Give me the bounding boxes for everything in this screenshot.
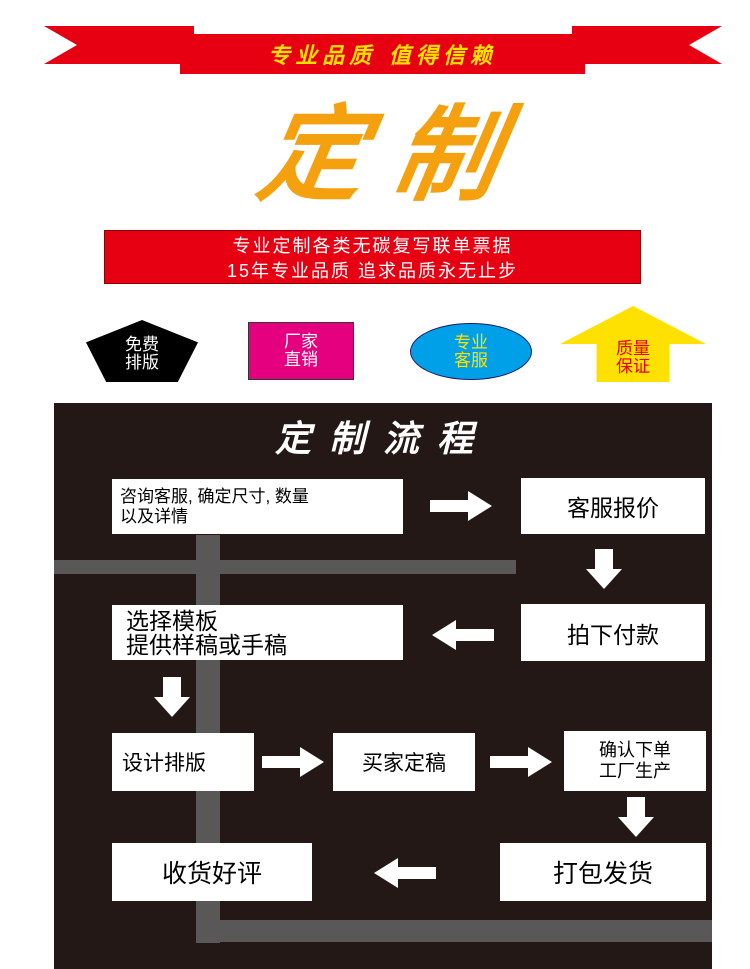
arrow-down-icon — [154, 677, 190, 717]
badge-quality: 质量 保证 — [560, 306, 706, 382]
step-confirm-order-line-2: 工厂生产 — [599, 761, 671, 781]
step-confirm-draft-label: 买家定稿 — [362, 752, 446, 775]
arrow-down-icon — [618, 797, 654, 837]
step-pay-label: 拍下付款 — [567, 621, 659, 648]
step-design-label: 设计排版 — [122, 752, 206, 775]
arrow-left-icon — [374, 858, 436, 888]
badge-free-layout-line-2: 排版 — [125, 353, 159, 372]
step-design: 设计排版 — [112, 733, 254, 791]
step-quote-label: 客服报价 — [567, 495, 659, 521]
ribbon-right-tail — [572, 26, 722, 64]
slogan-text: 专业品质 值得信赖 — [268, 43, 497, 69]
slogan-ribbon: 专业品质 值得信赖 — [180, 34, 585, 74]
step-review: 收货好评 — [112, 843, 312, 901]
step-consult-line-1: 咨询客服, 确定尺寸, 数量 — [120, 486, 309, 506]
arrow-down-icon — [586, 549, 622, 589]
step-quote: 客服报价 — [521, 478, 705, 534]
arrow-right-icon — [490, 747, 552, 777]
step-confirm-order-line-1: 确认下单 — [599, 740, 671, 760]
step-confirm-order: 确认下单 工厂生产 — [564, 731, 706, 791]
arrow-right-icon — [262, 747, 324, 777]
pipe-horizontal-bottom — [220, 920, 712, 942]
process-title: 定制流程 — [274, 418, 491, 460]
intro-line-1: 专业定制各类无碳复写联单票据 — [232, 236, 513, 256]
badge-quality-line-1: 质量 — [616, 339, 650, 358]
pipe-horizontal-top — [54, 560, 516, 574]
badge-factory-direct: 厂家 直销 — [248, 322, 354, 380]
badge-factory-direct-line-2: 直销 — [284, 350, 318, 369]
step-pay: 拍下付款 — [521, 604, 705, 661]
step-consult-line-2: 以及详情 — [120, 506, 188, 526]
badge-pro-service-line-2: 客服 — [454, 350, 488, 370]
arrow-left-icon — [432, 620, 494, 650]
page-title: 定制 — [250, 93, 540, 216]
intro-box: 专业定制各类无碳复写联单票据 15年专业品质 追求品质永无止步 — [104, 230, 641, 284]
badge-quality-line-2: 保证 — [616, 357, 650, 376]
badge-pro-service: 专业 客服 — [410, 323, 532, 380]
step-ship-label: 打包发货 — [552, 860, 653, 888]
badge-factory-direct-line-1: 厂家 — [284, 332, 318, 351]
step-review-label: 收货好评 — [161, 860, 262, 888]
step-confirm-draft: 买家定稿 — [333, 733, 475, 791]
step-choose: 选择模板 提供样稿或手稿 — [112, 605, 403, 660]
intro-line-2: 15年专业品质 追求品质永无止步 — [226, 261, 519, 281]
step-consult: 咨询客服, 确定尺寸, 数量 以及详情 — [112, 479, 403, 534]
badge-free-layout-line-1: 免费 — [125, 335, 159, 354]
process-panel: 定制流程 咨询客服, 确定尺寸, 数量 以及详情 客服报价 选择模板 提供样稿或… — [54, 403, 712, 969]
step-choose-line-2: 提供样稿或手稿 — [126, 631, 287, 658]
ribbon-left-tail — [44, 26, 194, 64]
badge-pro-service-line-1: 专业 — [454, 332, 488, 352]
arrow-right-icon — [430, 491, 492, 521]
badge-free-layout: 免费 排版 — [86, 320, 198, 382]
step-choose-line-1: 选择模板 — [126, 607, 218, 634]
step-ship: 打包发货 — [500, 843, 706, 901]
